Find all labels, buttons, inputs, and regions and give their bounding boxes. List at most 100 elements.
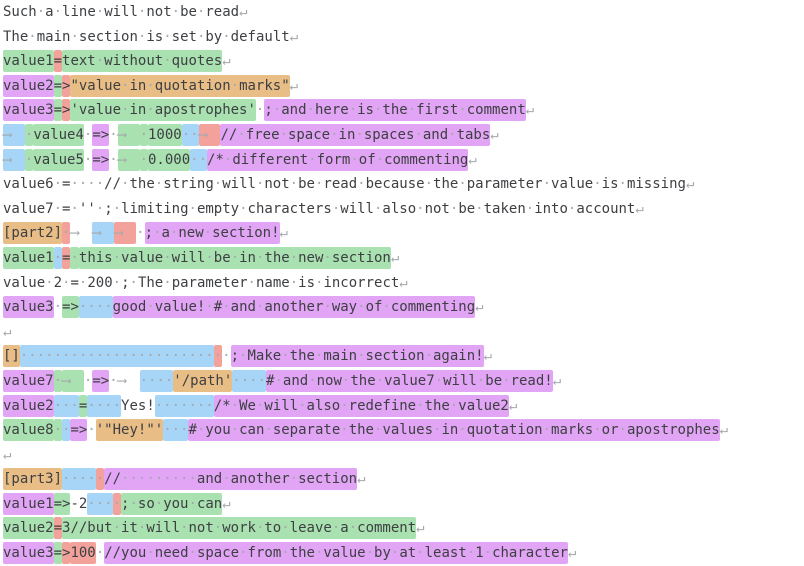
code-line[interactable]: ⟶·value4·=>·⟶·1000··⟶//·free·space·in·sp…: [3, 123, 801, 148]
highlighted-segment: >: [62, 99, 71, 122]
code-text: another: [264, 299, 324, 316]
highlighted-segment: value2: [3, 74, 54, 97]
code-line[interactable]: value2···=····Yes!·······/*·We·will·also…: [3, 394, 801, 419]
plain-segment: ↵: [391, 247, 399, 269]
code-text: new: [178, 225, 204, 242]
plain-segment: ↵: [553, 370, 561, 392]
code-line[interactable]: value1=text·without·quotes↵: [3, 49, 801, 74]
highlighted-segment: //you·need·space·from·the·value·by·at·le…: [104, 542, 568, 565]
space-glyph: ·: [153, 225, 162, 242]
code-line[interactable]: ⟶·value5·=>·⟶·0.000··/*·different·form·o…: [3, 148, 801, 173]
space-glyph: ·: [53, 249, 63, 266]
space-glyph: ·: [374, 422, 383, 439]
space-glyph: ·: [314, 348, 324, 365]
highlighted-segment: ·: [213, 345, 223, 368]
code-line[interactable]: value3=>'value·in·apostrophes'·;·and·her…: [3, 98, 801, 123]
highlighted-segment: "value·in·quotation·marks": [70, 74, 290, 97]
code-line[interactable]: value2=3//but·it·will·not·work·to·leave·…: [3, 516, 801, 541]
space-glyph: ·: [373, 200, 383, 217]
code-line[interactable]: value2=>"value·in·quotation·marks"↵: [3, 74, 801, 99]
code-line[interactable]: ↵: [3, 320, 801, 345]
code-text: '': [78, 200, 96, 217]
highlighted-segment: ····: [232, 369, 267, 392]
space-glyph: ·: [239, 200, 248, 217]
code-line[interactable]: value3·=>····good·value!·#·and·another·w…: [3, 295, 801, 320]
code-text: will: [443, 372, 477, 389]
code-line[interactable]: [part2]·⟶⟶⟶·;·a·new·section!↵: [3, 221, 801, 246]
space-glyph: ·: [112, 520, 122, 537]
code-text: the: [289, 348, 315, 365]
code-text: =: [53, 545, 63, 562]
code-text: 1: [475, 545, 484, 562]
space-glyph: ·: [53, 422, 63, 439]
code-text: read: [323, 176, 358, 193]
space-glyph: ·: [476, 372, 486, 389]
highlighted-segment: value1: [3, 50, 54, 73]
code-line[interactable]: value6·=····//·the·string·will·not·be·re…: [3, 172, 801, 197]
plain-segment: ↵: [290, 26, 298, 48]
space-glyph: ·: [129, 274, 138, 291]
code-line[interactable]: value1·=·this·value·will·be·in·the·new·s…: [3, 246, 801, 271]
space-glyph: ·: [355, 126, 364, 143]
highlighted-segment: 1000: [148, 123, 182, 146]
plain-segment: ↵: [399, 272, 407, 294]
code-text: '"Hey!"': [95, 422, 164, 439]
code-text: account: [576, 200, 636, 217]
code-text: The: [3, 28, 29, 45]
code-text: the: [424, 397, 450, 414]
space-glyph: ·: [154, 176, 164, 193]
code-line[interactable]: ↵: [3, 443, 801, 468]
code-text: string: [163, 176, 214, 193]
highlighted-segment: 100: [70, 542, 96, 565]
space-glyph: ·: [341, 372, 351, 389]
code-text: new: [298, 249, 324, 266]
space-glyph: ·: [281, 545, 290, 562]
space-glyph: ·: [163, 274, 172, 291]
space-glyph: ·: [180, 520, 189, 537]
space-glyph: ····: [232, 372, 267, 389]
code-text: main: [36, 28, 71, 45]
newline-glyph: ↵: [719, 422, 729, 439]
code-line[interactable]: value1=>-2····;·so·you·can↵: [3, 492, 801, 517]
space-glyph: ·: [434, 372, 444, 389]
code-text: =>: [92, 372, 110, 389]
space-glyph: ·: [340, 397, 349, 414]
highlighted-segment: ·: [24, 148, 34, 171]
code-line[interactable]: [part3]·····//·········and·another·secti…: [3, 467, 801, 492]
code-text: not: [188, 520, 214, 537]
space-glyph: ·: [390, 545, 400, 562]
space-glyph: ·: [308, 372, 317, 389]
code-line[interactable]: value8··=>·'"Hey!"'···#·you·can·separate…: [3, 418, 801, 443]
code-text: Such: [3, 4, 37, 20]
space-glyph: ·: [281, 520, 290, 537]
code-line[interactable]: The·main·section·is·set·by·default↵: [3, 25, 801, 50]
code-text: //: [104, 471, 122, 488]
code-text: value: [551, 176, 594, 193]
code-text: The: [137, 274, 164, 291]
highlighted-segment: value2: [3, 517, 54, 540]
code-text: values: [382, 422, 434, 439]
code-text: will: [222, 176, 256, 193]
highlighted-segment: ·: [24, 123, 34, 146]
code-line[interactable]: value3=>100·//you·need·space·from·the·va…: [3, 541, 801, 566]
space-glyph: ·: [357, 176, 366, 193]
code-text: in: [239, 249, 256, 266]
code-line[interactable]: Such·a·line·will·not·be·read↵: [3, 0, 801, 25]
code-text: a: [161, 225, 170, 242]
code-text: =>: [62, 299, 79, 316]
code-line[interactable]: []·························;·Make·the·ma…: [3, 344, 801, 369]
plain-segment: ·: [84, 149, 92, 171]
space-glyph: ··: [181, 126, 199, 143]
highlighted-segment: =: [78, 394, 88, 417]
newline-glyph: ↵: [399, 274, 408, 291]
highlighted-segment: ⟶: [114, 222, 137, 245]
code-line[interactable]: value7·=·''·;·limiting·empty·characters·…: [3, 197, 801, 222]
space-glyph: ·: [272, 102, 282, 119]
highlighted-segment: [part3]: [3, 468, 63, 491]
code-line[interactable]: value·2·=·200·;·The·parameter·name·is·in…: [3, 271, 801, 296]
highlighted-segment: ·: [95, 468, 105, 491]
code-line[interactable]: value7·⟶·=>·⟶····'/path'····#·and·now·th…: [3, 369, 801, 394]
highlighted-segment: =: [53, 74, 63, 97]
highlighted-segment: ·: [53, 419, 63, 442]
